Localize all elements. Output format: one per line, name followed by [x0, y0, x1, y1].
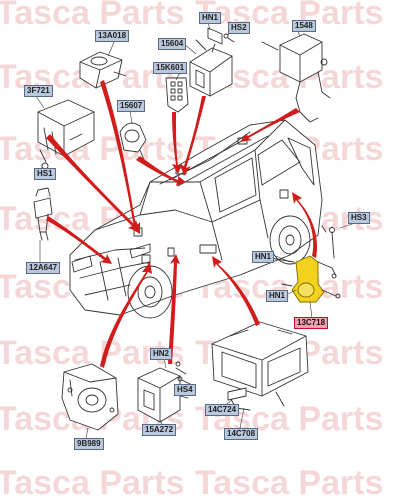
part-13a018: [79, 51, 127, 89]
callout-15604: 15604: [158, 38, 187, 50]
callout-14c724: 14C724: [205, 404, 240, 416]
callout-9b989: 9B989: [74, 438, 104, 450]
part-15607: [119, 122, 147, 161]
callout-13a018: 13A018: [95, 30, 130, 42]
part-screw-hs4: [177, 376, 191, 385]
part-14c708: [211, 321, 309, 411]
part-15604: [189, 27, 233, 97]
callout-12a647: 12A647: [26, 262, 61, 274]
callout-1548: 1548: [292, 20, 316, 32]
callout-hs1: HS1: [34, 168, 56, 180]
callout-15k601: 15K601: [153, 62, 188, 74]
part-13c718: [269, 255, 341, 303]
part-screw-hs3: [321, 225, 335, 259]
pointer-arrows: [46, 80, 318, 368]
callout-hn1-top: HN1: [199, 12, 222, 24]
callout-13c718: 13C718: [294, 317, 329, 329]
vehicle-illustration: [69, 119, 323, 319]
callout-15607: 15607: [117, 100, 146, 112]
part-screw-hs2: [223, 33, 235, 43]
callout-hs2: HS2: [228, 22, 250, 34]
part-1548: [261, 33, 331, 123]
callout-hs3: HS3: [348, 212, 370, 224]
callout-hn2: HN2: [150, 348, 173, 360]
callout-14c708: 14C708: [224, 428, 259, 440]
callout-hs4: HS4: [174, 384, 196, 396]
callout-hn1-mid: HN1: [252, 251, 275, 263]
part-15k601: [165, 77, 189, 113]
part-9b989: [61, 363, 119, 431]
callout-hn1-low: HN1: [266, 290, 289, 302]
callout-15a272: 15A272: [142, 424, 177, 436]
callout-3f721: 3F721: [24, 85, 53, 97]
part-sensor-hs1: [33, 187, 53, 241]
